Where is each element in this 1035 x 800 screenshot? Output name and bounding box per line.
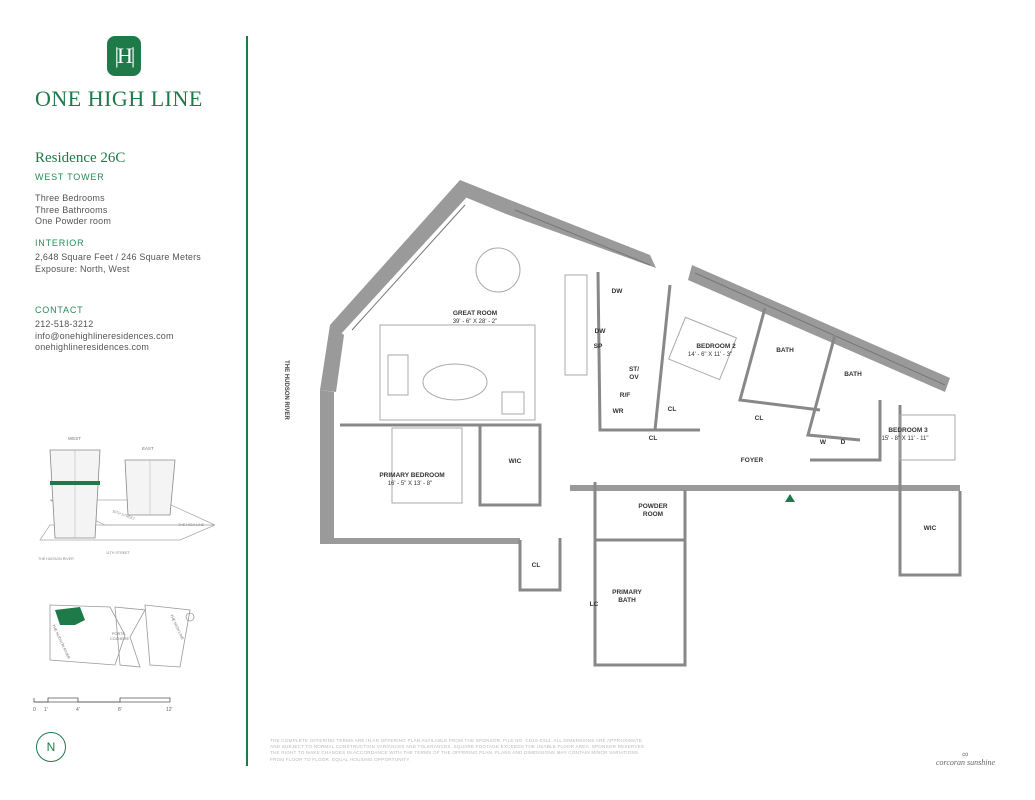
vertical-divider xyxy=(246,36,248,766)
sidebar: |H| ONE HIGH LINE Residence 26C WEST TOW… xyxy=(0,0,248,800)
brand-logo: |H| xyxy=(107,36,141,76)
sp-label: SP xyxy=(594,343,603,350)
exposure-text: Exposure: North, West xyxy=(35,263,130,274)
primary-bedroom-label: PRIMARY BEDROOM xyxy=(379,472,444,479)
site-porte-label: PORTE xyxy=(112,632,125,636)
bedroom2-label: BEDROOM 2 xyxy=(696,343,736,350)
rooms-item-bedrooms: Three Bedrooms xyxy=(35,193,105,203)
great-room-furniture xyxy=(379,247,588,421)
great-room-label: GREAT ROOM xyxy=(453,310,497,317)
area-text: 2,648 Square Feet / 246 Square Meters xyxy=(35,252,201,262)
residence-title: Residence 26C xyxy=(35,150,126,166)
ov-label: OV xyxy=(629,374,639,381)
agency-logo-icon: ∞ xyxy=(962,749,969,759)
rf-label: R/F xyxy=(620,392,631,399)
foyer-label: FOYER xyxy=(741,457,764,464)
rooms-item-powder: One Powder room xyxy=(35,216,112,226)
bed-furniture xyxy=(391,316,956,504)
cl3-label: CL xyxy=(755,415,764,422)
bedroom3-label: BEDROOM 3 xyxy=(888,427,928,434)
st-label: ST/ xyxy=(629,366,639,373)
key-east-label: EAST xyxy=(142,446,154,451)
river-label: THE HUDSON RIVER xyxy=(283,360,289,420)
d-label: D xyxy=(841,439,846,446)
powder-room-label-2: ROOM xyxy=(643,511,663,518)
scale-bar: 0 1' 4' 8' 12' xyxy=(33,697,173,713)
scale-tick-8: 8' xyxy=(118,707,122,713)
primary-bedroom-dims: 16' - 5" X 13' - 8" xyxy=(388,481,433,487)
interior-heading: INTERIOR xyxy=(35,238,85,248)
key-hudson-label: THE HUDSON RIVER xyxy=(38,557,74,561)
dw1-label: DW xyxy=(612,288,624,295)
scale-tick-12: 12' xyxy=(166,707,173,713)
rooms-list: Three Bedrooms Three Bathrooms One Powde… xyxy=(35,193,111,228)
site-cochere-label: COCHERE xyxy=(110,637,129,641)
cl1-label: CL xyxy=(668,406,677,413)
windows xyxy=(351,204,946,386)
wr-label: WR xyxy=(613,408,624,415)
bedroom2-dims: 14' - 6" X 11' - 3" xyxy=(688,352,732,358)
key-street11-label: 11TH STREET xyxy=(106,551,131,555)
contact-website[interactable]: onehighlineresidences.com xyxy=(35,342,150,352)
logo-glyph: |H| xyxy=(114,43,136,68)
bath1-label: BATH xyxy=(776,347,794,354)
agency-name: corcoran sunshine xyxy=(936,758,996,767)
contact-info: 212-518-3212 info@onehighlineresidences.… xyxy=(35,319,174,354)
wic2-label: WIC xyxy=(924,525,937,532)
brand-name: ONE HIGH LINE xyxy=(35,86,203,111)
plan-labels: THE HUDSON RIVER GREAT ROOM 39' - 6" X 2… xyxy=(283,288,937,608)
contact-email[interactable]: info@onehighlineresidences.com xyxy=(35,330,174,341)
interior-walls xyxy=(340,271,962,667)
site-map: THE HUDSON RIVER PORTE COCHERE THE HIGH … xyxy=(49,604,195,668)
wic1-label: WIC xyxy=(509,458,522,465)
w-label: W xyxy=(820,439,827,446)
lc-label: LC xyxy=(590,601,599,608)
exterior-walls xyxy=(320,180,960,544)
floor-plan: THE HUDSON RIVER GREAT ROOM 39' - 6" X 2… xyxy=(283,180,962,667)
interior-info: 2,648 Square Feet / 246 Square Meters Ex… xyxy=(35,252,201,275)
scale-tick-1: 1' xyxy=(44,707,48,713)
scale-tick-4: 4' xyxy=(76,707,80,713)
cl2-label: CL xyxy=(649,435,658,442)
key-highline-label: THE HIGH LINE xyxy=(178,523,205,527)
key-west-label: WEST xyxy=(68,436,81,441)
site-hudson-label: THE HUDSON RIVER xyxy=(51,624,71,660)
powder-room-label-1: POWDER xyxy=(638,503,668,510)
entry-marker-icon xyxy=(785,494,795,502)
tower-label: WEST TOWER xyxy=(35,172,105,182)
bedroom3-dims: 15' - 8" X 11' - 11" xyxy=(881,436,928,442)
primary-bath-label-1: PRIMARY xyxy=(612,589,642,596)
dw2-label: DW xyxy=(595,328,607,335)
rooms-item-bathrooms: Three Bathrooms xyxy=(35,204,108,215)
north-compass: N xyxy=(36,732,66,762)
cl4-label: CL xyxy=(532,562,541,569)
primary-bath-label-2: BATH xyxy=(618,597,636,604)
legal-disclaimer: THE COMPLETE OFFERING TERMS ARE IN AN OF… xyxy=(270,738,645,762)
building-key-map: WEST EAST 10TH STREET THE HIGH LINE THE … xyxy=(38,436,216,561)
scale-tick-0: 0 xyxy=(33,707,36,713)
contact-heading: CONTACT xyxy=(35,305,84,315)
bath2-label: BATH xyxy=(844,371,862,378)
contact-phone[interactable]: 212-518-3212 xyxy=(35,319,94,329)
site-highline-label: THE HIGH LINE xyxy=(169,614,185,641)
great-room-dims: 39' - 6" X 28' - 2" xyxy=(453,319,498,325)
